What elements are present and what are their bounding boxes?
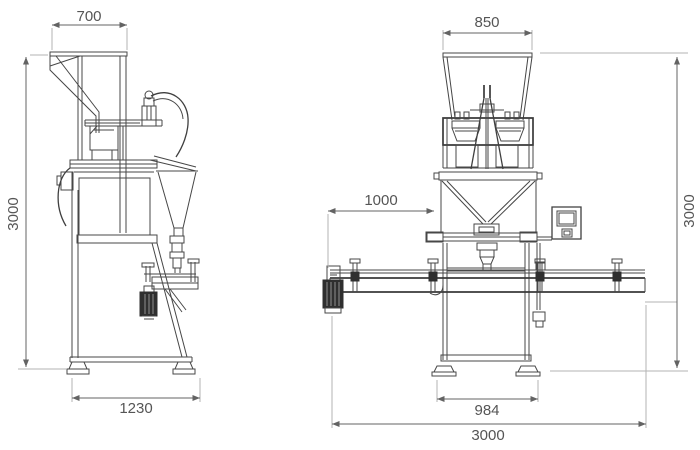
dimension-side-overall-height: 3000: [5, 54, 66, 370]
dimension-front-hopper-width: 850: [442, 14, 533, 50]
conveyor: [322, 258, 677, 314]
dimension-side-hopper-width: 700: [51, 8, 128, 50]
leg-sensor: [532, 311, 546, 328]
dimension-front-hopper-offset: 1000: [327, 192, 434, 268]
dim-label-front-overall-height: 3000: [681, 194, 698, 227]
hmi-panel: [537, 206, 582, 241]
dim-label-side-overall-height: 3000: [5, 197, 22, 230]
bottle-guides: [349, 258, 623, 292]
dim-label-front-hopper-offset: 1000: [364, 192, 397, 209]
hopper-chute: [49, 51, 128, 233]
right-foot: [172, 361, 196, 375]
center-chute-prongs: [483, 85, 491, 98]
dim-label-side-base-width: 1230: [119, 400, 152, 417]
dim-label-front-hopper-width: 850: [474, 14, 499, 31]
weigher-unit: [84, 90, 189, 161]
support-frame: [56, 159, 196, 375]
machine-legs: [431, 243, 546, 377]
dimension-front-overall-height: 3000: [540, 52, 698, 372]
dimension-front-conveyor-length: 3000: [331, 305, 647, 444]
front-view: [322, 52, 677, 377]
drive-motor: [139, 285, 158, 320]
hmi-screen: [556, 210, 577, 227]
dim-label-front-base-width: 984: [474, 402, 499, 419]
dimension-side-base-width: 1230: [71, 378, 201, 417]
filling-nozzle: [425, 231, 538, 272]
conveyor-motor: [322, 265, 344, 314]
dim-label-side-hopper-width: 700: [76, 8, 101, 25]
dimension-front-base-width: 984: [436, 380, 539, 419]
side-control-box: [56, 171, 74, 191]
discharge-funnel: [149, 155, 198, 273]
pyramid-hopper: [433, 171, 543, 236]
bag-clamp: [141, 258, 200, 313]
weigh-buckets: [451, 85, 525, 170]
side-cable: [57, 167, 71, 227]
left-foot: [66, 361, 90, 375]
dim-label-front-conveyor-length: 3000: [471, 427, 504, 444]
hose: [150, 92, 189, 158]
side-view: [49, 51, 200, 375]
